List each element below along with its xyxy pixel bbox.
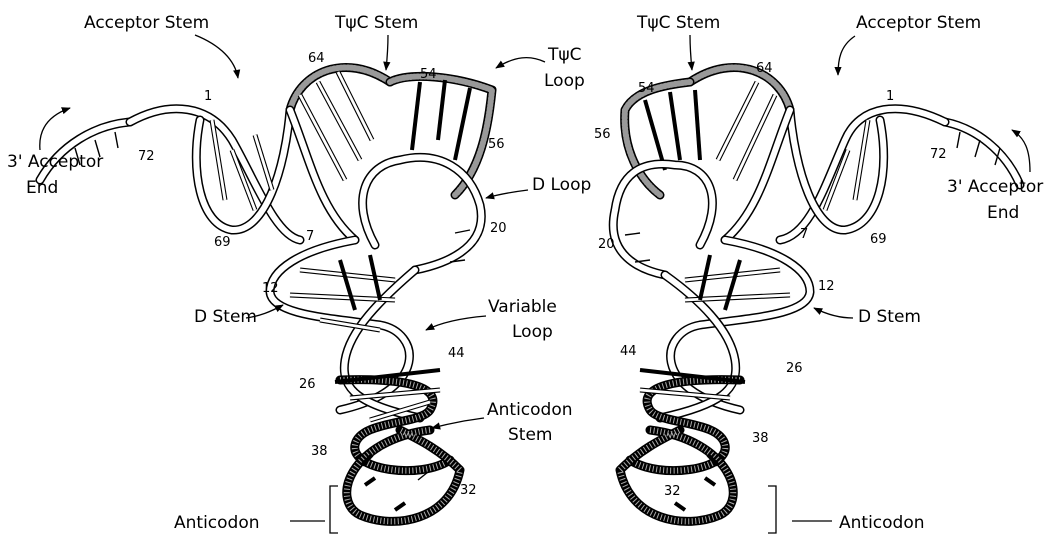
left-acceptor-stem-label: Acceptor Stem <box>84 13 209 33</box>
left-anticodon-label: Anticodon <box>174 513 260 533</box>
left-num-1: 1 <box>204 89 212 104</box>
left-variable-loop-label-2: Loop <box>512 322 553 342</box>
right-num-7: 7 <box>800 227 808 242</box>
left-d-stem-label: D Stem <box>194 307 257 327</box>
left-num-38: 38 <box>311 444 328 459</box>
left-acceptor-end-label-2: End <box>26 178 58 198</box>
right-residue-numbers: 54 64 1 56 72 7 69 20 12 44 26 38 32 <box>594 61 947 499</box>
right-acceptor-end-label-1: 3' Acceptor <box>947 177 1043 197</box>
left-num-32: 32 <box>460 483 477 498</box>
right-num-38: 38 <box>752 431 769 446</box>
right-acceptor-end-label-2: End <box>987 203 1019 223</box>
left-num-64: 64 <box>308 51 325 66</box>
right-acceptor-stem-label: Acceptor Stem <box>856 13 981 33</box>
right-anticodon-label: Anticodon <box>839 513 925 533</box>
left-acceptor-end-label-1: 3' Acceptor <box>7 152 103 172</box>
left-variable-loop-label-1: Variable <box>488 297 557 317</box>
right-num-44: 44 <box>620 344 637 359</box>
left-tpsic-loop-label-2: Loop <box>544 71 585 91</box>
right-num-69: 69 <box>870 232 887 247</box>
left-num-69: 69 <box>214 235 231 250</box>
left-tpsic-stem-label: TψC Stem <box>334 13 418 33</box>
left-num-72: 72 <box>138 149 155 164</box>
left-num-54: 54 <box>420 67 437 82</box>
right-num-56: 56 <box>594 127 611 142</box>
left-d-loop-label: D Loop <box>532 175 591 195</box>
left-num-44: 44 <box>448 346 465 361</box>
left-num-20: 20 <box>490 221 507 236</box>
right-num-20: 20 <box>598 237 615 252</box>
right-num-12: 12 <box>818 279 835 294</box>
right-tpsic-stem-label: TψC Stem <box>636 13 720 33</box>
trna-right-model <box>613 67 1020 521</box>
right-d-stem-label: D Stem <box>858 307 921 327</box>
right-num-26: 26 <box>786 361 803 376</box>
left-tpsic-loop-label-1: TψC <box>547 45 581 65</box>
left-num-12: 12 <box>262 281 279 296</box>
right-num-54: 54 <box>638 81 655 96</box>
left-num-7: 7 <box>306 229 314 244</box>
left-anticodon-stem-label-2: Stem <box>508 425 552 445</box>
left-anticodon-stem-label-1: Anticodon <box>487 400 573 420</box>
right-num-64: 64 <box>756 61 773 76</box>
right-num-1: 1 <box>886 89 894 104</box>
left-num-56: 56 <box>488 137 505 152</box>
right-num-32: 32 <box>664 484 681 499</box>
right-num-72: 72 <box>930 147 947 162</box>
right-labels: TψC Stem Acceptor Stem 3' Acceptor End D… <box>636 13 1043 533</box>
left-num-26: 26 <box>299 377 316 392</box>
